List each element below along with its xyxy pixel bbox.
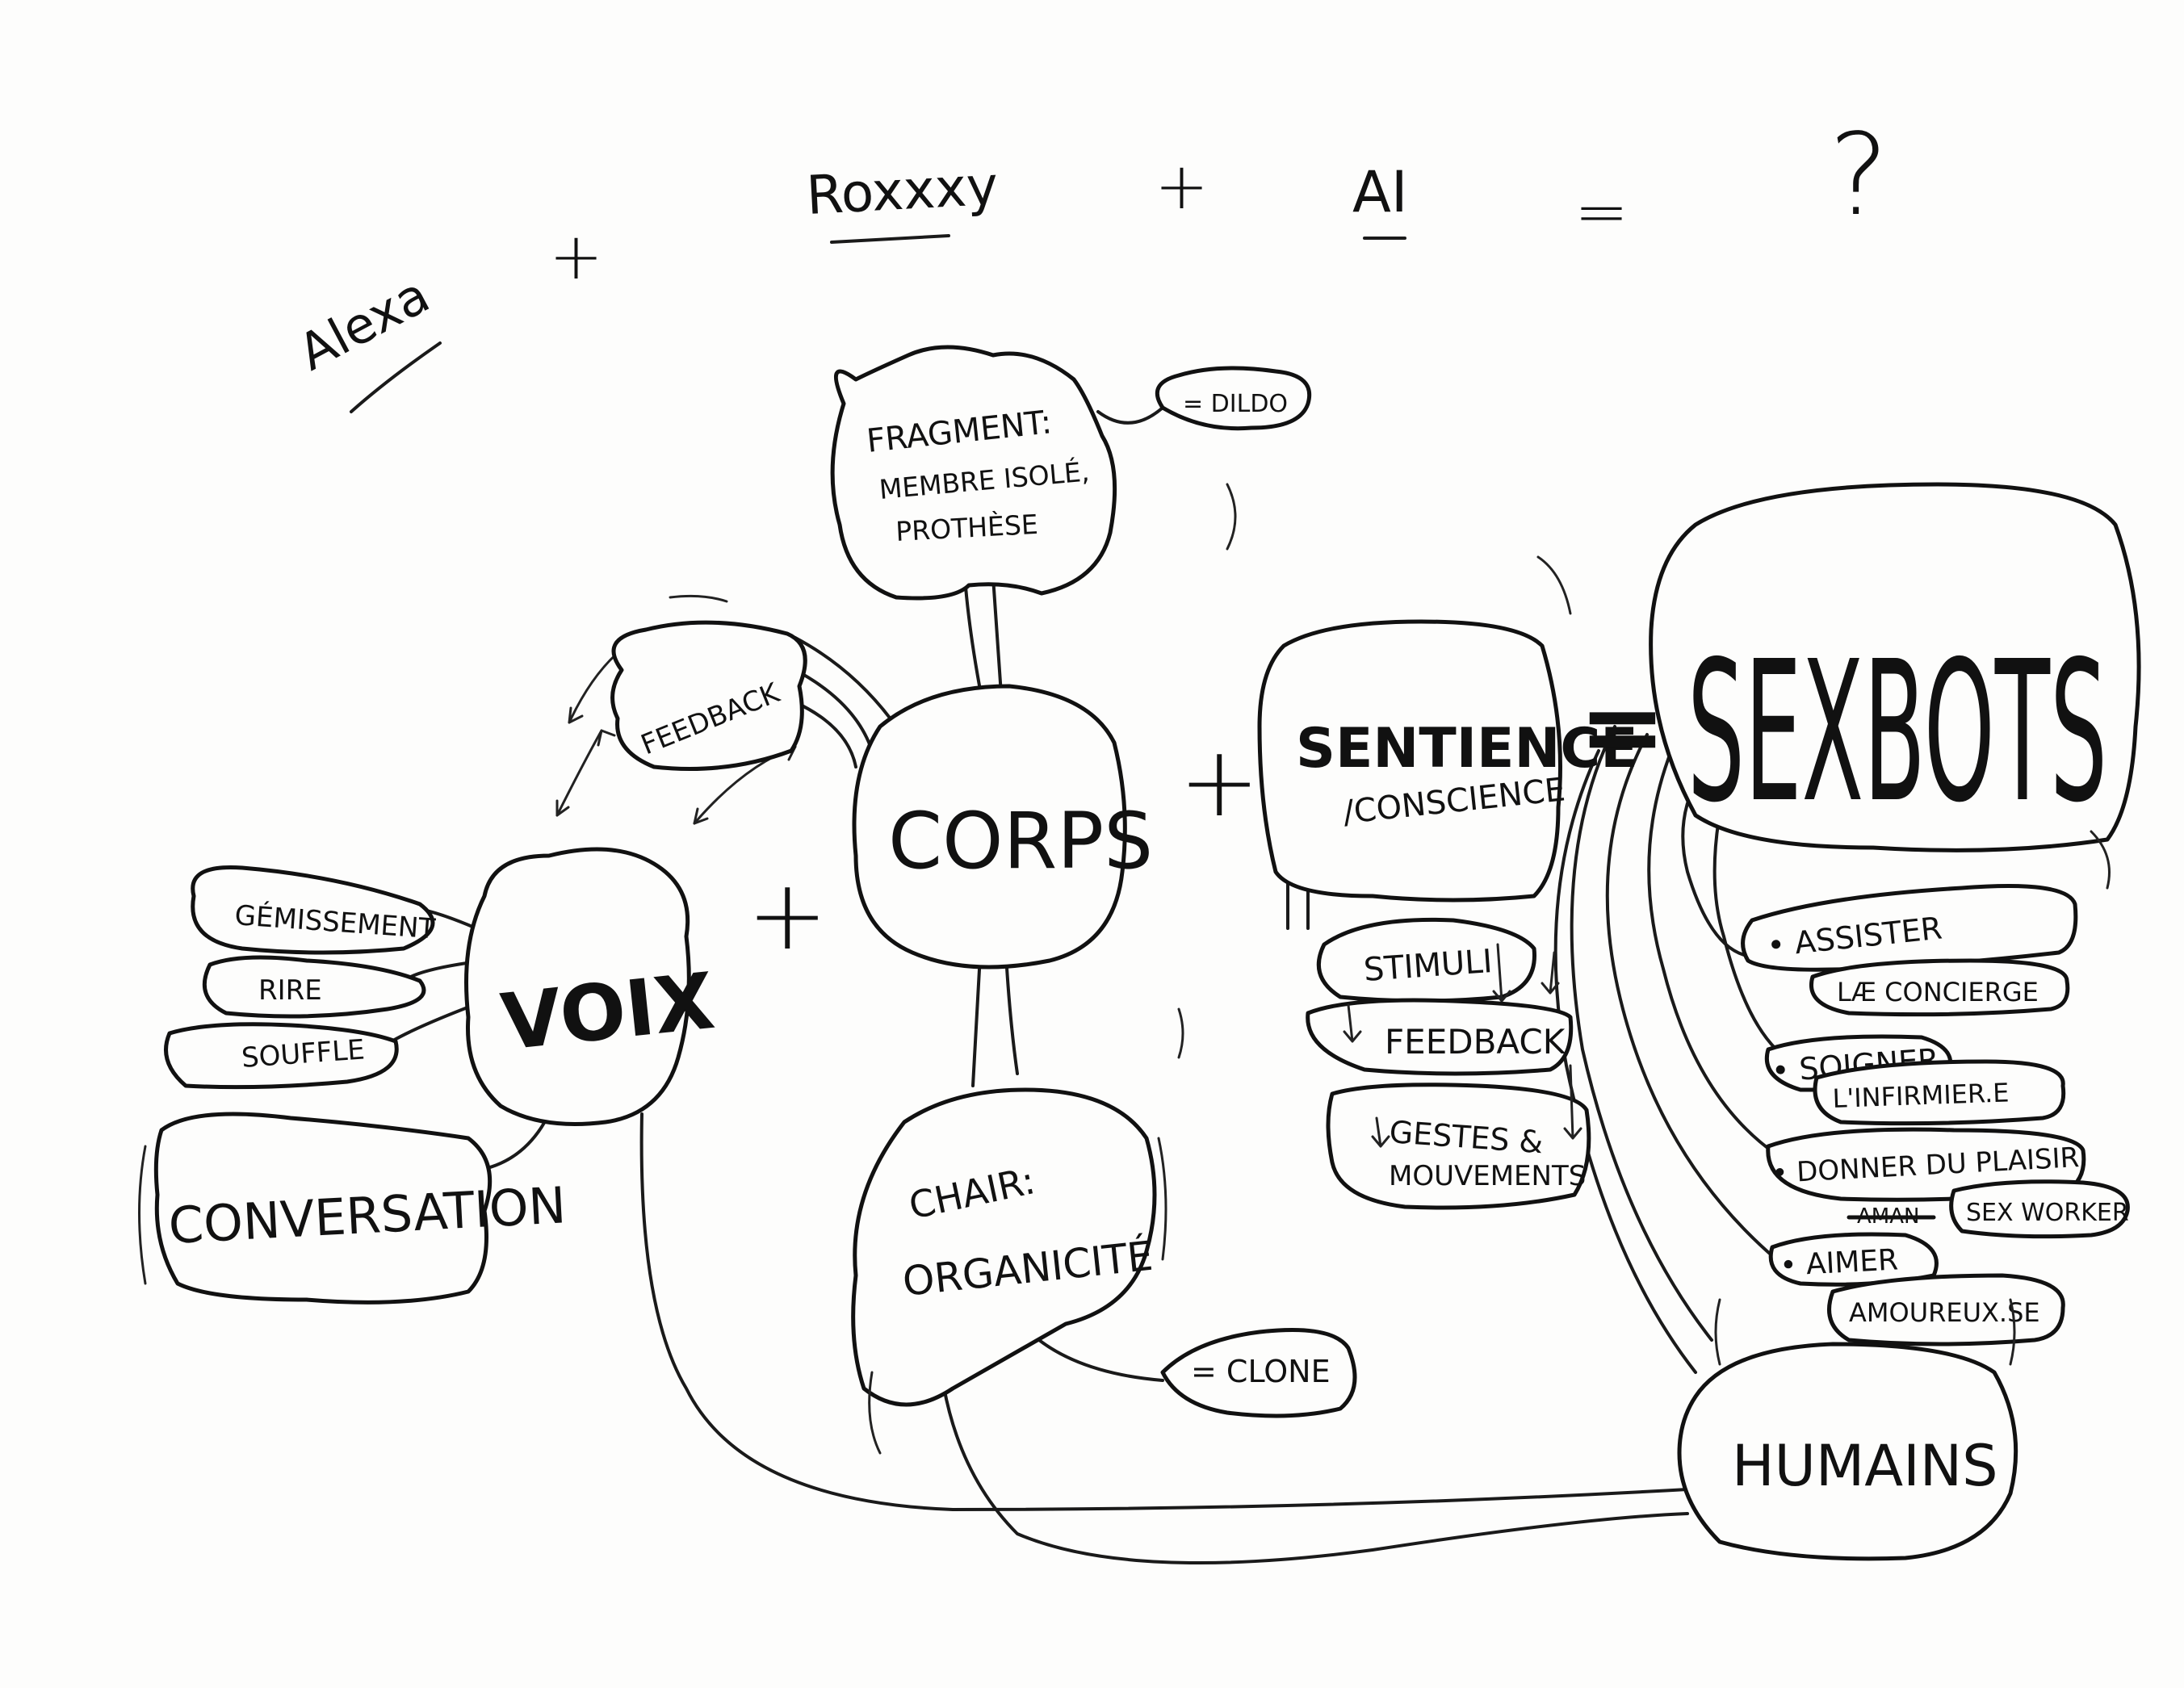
corps-label: CORPS [888,796,1153,886]
sentience-node: SENTIENCE /CONSCIENCE [1257,619,1638,903]
sentience-branch-stimuli: STIMULI [1316,917,1560,1003]
equation: Alexa + Roxxxy + AI = ? [289,110,1888,413]
role-plaisir: • DONNER DU PLAISIR AMAN SEX WORKER [1766,1127,2130,1239]
plus-voix-corps: + [747,860,828,972]
fragment-node: FRAGMENT: MEMBRE ISOLÉ, PROTHÈSE [830,345,1117,601]
equation-plus-1: + [549,219,603,294]
role-soigner: • SOIGNER L'INFIRMIER.E [1765,1034,2066,1126]
role-aimer-verb: • AIMER [1779,1243,1899,1283]
plus-corps-sentience: + [1179,727,1260,839]
fragment-line2: PROTHÈSE [895,508,1038,547]
role-assister: • ASSISTER LÆ CONCIERGE [1741,884,2078,1017]
sentience-branch-mouvements-label: MOUVEMENTS [1389,1160,1586,1192]
sentience-branch-feedback-label: FEEDBACK [1385,1022,1566,1062]
role-soigner-role: L'INFIRMIER.E [1832,1077,2010,1114]
sentience-branch-feedback: FEEDBACK [1306,998,1574,1076]
equation-term-alexa: Alexa [289,265,439,382]
equation-term-roxxxy: Roxxxy [805,155,1000,227]
role-assister-role: LÆ CONCIERGE [1837,977,2039,1007]
branch-rire: RIRE [202,955,426,1019]
motion-ticks [138,483,2111,1455]
equation-term-ai: AI [1352,159,1408,225]
voix-node: VOIX [464,847,719,1126]
equation-equals: = [1574,174,1629,249]
branch-rire-label: RIRE [258,974,322,1007]
sexbots-label: SEXBOTS [1687,619,2107,845]
humains-label: HUMAINS [1732,1433,1998,1499]
corps-node: CORPS [852,684,1153,970]
clone-label: = CLONE [1191,1354,1331,1389]
sexbots-node: SEXBOTS [1649,482,2141,852]
underline-roxxxy [830,234,950,244]
dildo-label: = DILDO [1183,390,1288,418]
sentience-label: SENTIENCE [1296,717,1638,781]
chair-node: CHAIR: ORGANICITÉ [851,1087,1157,1407]
sentience-branch-gestes: GESTES & MOUVEMENTS [1326,1064,1591,1210]
equation-plus-2: + [1155,149,1209,224]
feedback-top-node: FEEDBACK [610,620,807,771]
dildo-node: = DILDO [1155,366,1311,431]
underline-alexa [350,341,442,413]
equation-result: ? [1829,110,1888,241]
branch-conversation: CONVERSATION [153,1112,568,1305]
role-aimer: • AIMER AMOUREUX.SE [1768,1232,2065,1346]
humains-node: HUMAINS [1677,1342,2018,1561]
sentience-branch-stimuli-label: STIMULI [1362,943,1493,989]
voix-label: VOIX [497,956,719,1068]
branch-gemissement: GÉMISSEMENT [191,865,437,955]
branch-souffle: SOUFFLE [164,1022,399,1090]
clone-node: = CLONE [1160,1328,1357,1418]
role-plaisir-role: SEX WORKER [1966,1199,2129,1227]
role-aimer-role: AMOUREUX.SE [1849,1297,2040,1328]
